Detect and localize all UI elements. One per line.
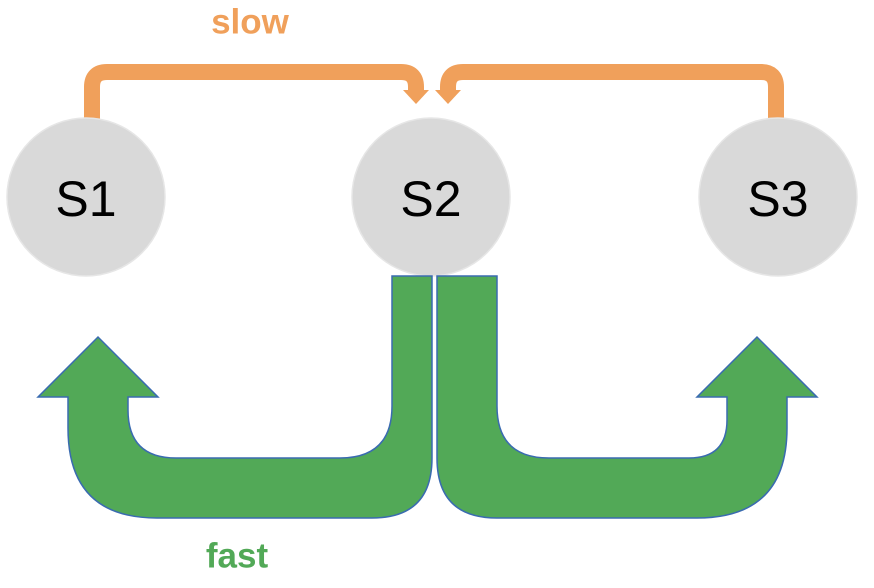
node-s3-circle <box>698 117 858 277</box>
node-s3-label: S3 <box>747 171 808 227</box>
slow-arrowhead-into-s2-left <box>403 90 429 104</box>
slow-transitions <box>84 64 784 120</box>
node-s2-label: S2 <box>400 171 461 227</box>
node-s2: S2 <box>351 117 511 277</box>
node-s3: S3 <box>698 117 858 277</box>
fast-transitions <box>36 275 819 519</box>
slow-line-s3-to-s2 <box>440 64 784 120</box>
slow-label: slow <box>211 3 290 42</box>
node-s1-label: S1 <box>55 171 116 227</box>
node-s1: S1 <box>6 117 166 277</box>
fast-arrow-s2-to-s3 <box>436 275 819 519</box>
slow-line-s1-to-s2 <box>84 64 424 120</box>
fast-arrow-s2-to-s1 <box>36 275 433 519</box>
fast-label: fast <box>206 537 269 576</box>
node-s1-circle <box>6 117 166 277</box>
slow-arrowhead-into-s2-right <box>435 90 461 104</box>
